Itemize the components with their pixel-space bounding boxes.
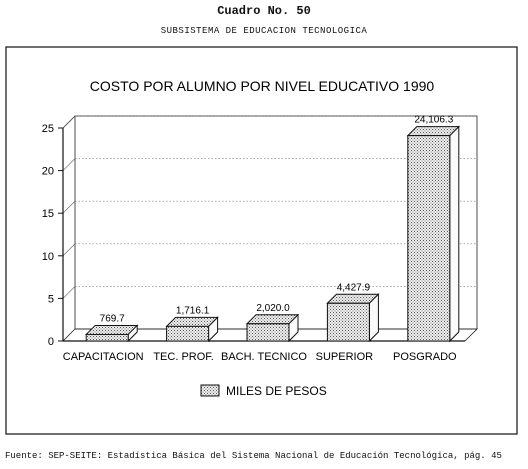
- chart-frame: [5, 46, 518, 435]
- gridline-side: [62, 243, 76, 257]
- chart-title: COSTO POR ALUMNO POR NIVEL EDUCATIVO 199…: [90, 78, 435, 94]
- bar-value-label: 1,716.1: [176, 305, 210, 316]
- bar: [326, 302, 370, 342]
- bar-value-label: 2,020.0: [256, 303, 290, 314]
- gridline-side: [62, 286, 76, 299]
- x-tick-label: BACH. TECNICO: [221, 351, 307, 363]
- bar-side: [368, 293, 379, 343]
- bar: [85, 333, 129, 342]
- y-tick-label: 15: [42, 208, 54, 220]
- bar-value-label: 4,427.9: [337, 282, 371, 293]
- bar: [246, 323, 290, 342]
- document-subtitle: SUBSISTEMA DE EDUCACION TECNOLOGICA: [160, 26, 368, 36]
- y-tick-label: 10: [42, 251, 54, 263]
- legend-label: MILES DE PESOS: [226, 384, 327, 398]
- bar-value-label: 769.7: [100, 313, 125, 324]
- bar-side: [449, 125, 460, 343]
- bar-value-label: 24,106.3: [414, 115, 453, 126]
- y-tick-label: 0: [48, 336, 54, 348]
- bar: [407, 135, 451, 342]
- bar: [166, 325, 210, 342]
- document-title: Cuadro No. 50: [217, 4, 311, 18]
- gridline-side: [62, 158, 76, 171]
- legend-swatch: [200, 384, 220, 397]
- y-tick-label: 25: [42, 123, 54, 135]
- x-tick-label: CAPACITACION: [63, 351, 144, 363]
- x-tick-label: SUPERIOR: [316, 351, 374, 363]
- gridline-side: [62, 115, 76, 129]
- y-tick-label: 5: [48, 293, 54, 305]
- source-note: Fuente: SEP-SEITE: Estadística Básica de…: [5, 451, 502, 461]
- x-tick-label: POSGRADO: [393, 351, 457, 363]
- x-tick-label: TEC. PROF.: [153, 351, 214, 363]
- y-tick-label: 20: [42, 166, 54, 178]
- gridline-side: [62, 200, 76, 214]
